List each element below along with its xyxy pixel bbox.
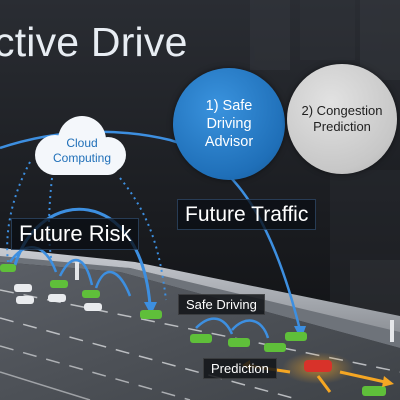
car-white [14, 284, 32, 292]
car-green [0, 264, 16, 272]
car-green [140, 310, 162, 319]
car-green [285, 332, 307, 341]
congestion-line-1: 2) Congestion [301, 103, 383, 118]
car-white [16, 296, 34, 304]
car-green [82, 290, 100, 298]
advisor-line-2: Driving [206, 116, 252, 132]
car-white [84, 303, 102, 311]
cloud-computing-label: Cloud Computing [38, 136, 126, 166]
congestion-line-2: Prediction [313, 119, 371, 134]
cars [0, 264, 386, 396]
cloud-line-2: Computing [52, 151, 112, 165]
car-green [228, 338, 250, 347]
car-white [48, 294, 66, 302]
road-far-edge [0, 255, 400, 348]
congestion-prediction-circle: 2) Congestion Prediction [287, 64, 397, 174]
barrier-wall [0, 248, 400, 332]
cloud-line-1: Cloud [66, 136, 98, 150]
car-green [264, 343, 286, 352]
advisor-line-3: Advisor [204, 134, 254, 150]
future-traffic-label: Future Traffic [177, 199, 317, 230]
car-green [50, 280, 68, 288]
safe-driving-advisor-circle: 1) Safe Driving Advisor [173, 68, 285, 180]
prediction-label: Prediction [203, 358, 277, 379]
car-green [190, 334, 212, 343]
page-title: ctive Drive [0, 19, 188, 65]
cloud-shape [35, 116, 126, 175]
safe-driving-label: Safe Driving [178, 294, 265, 315]
advisor-line-1: 1) Safe [205, 98, 253, 114]
city-silhouette [250, 0, 400, 320]
future-risk-arrowhead [144, 302, 157, 315]
cloud-link-dotted [6, 161, 167, 301]
future-risk-label: Future Risk [11, 218, 140, 250]
car-green [362, 386, 386, 396]
